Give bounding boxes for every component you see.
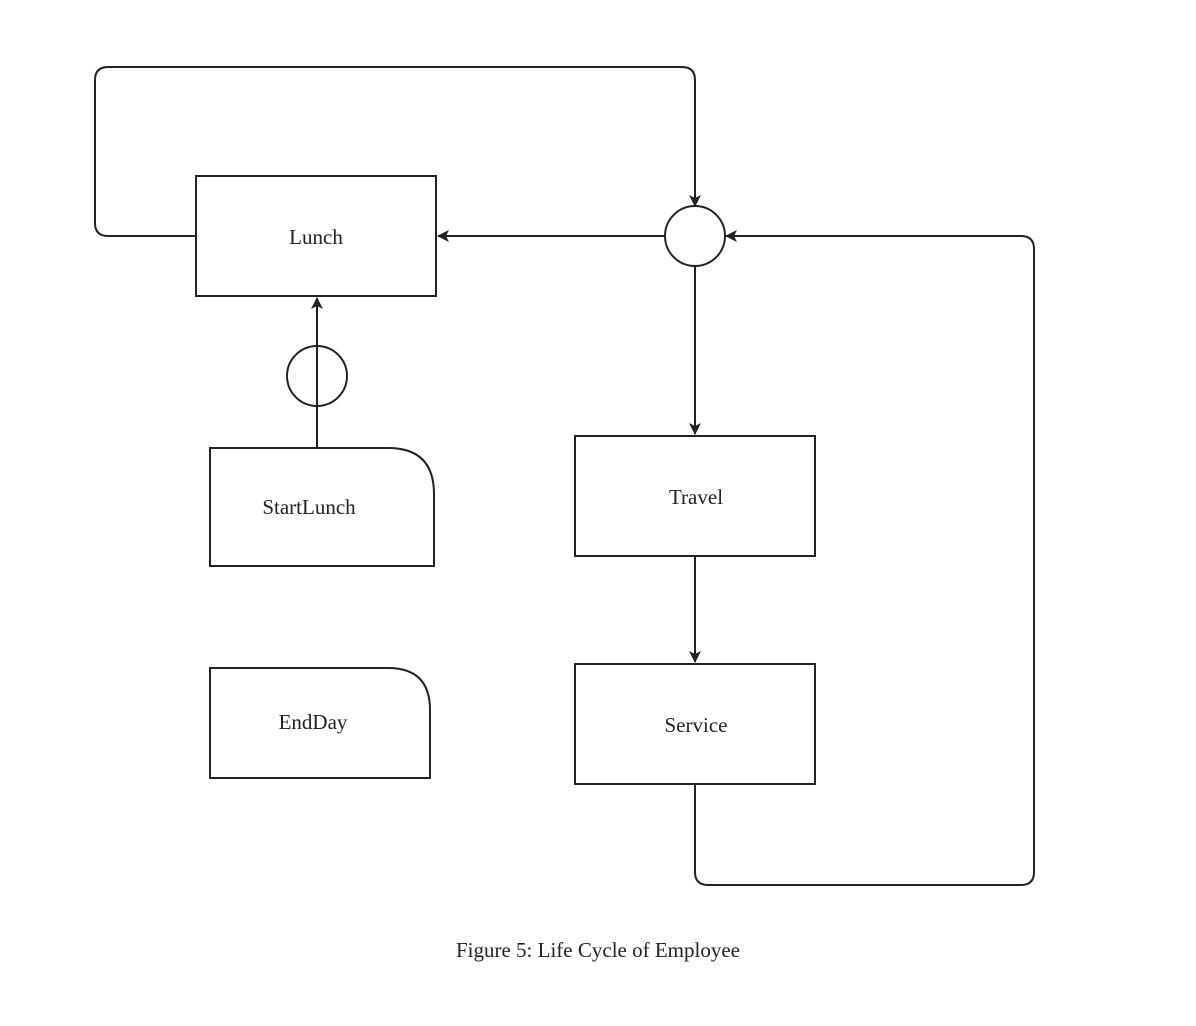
service-node <box>574 663 816 785</box>
junction-node <box>664 205 726 267</box>
edge-lunch-loop-to-junction <box>94 66 701 237</box>
end-day-node <box>209 667 431 779</box>
start-lunch-node <box>209 447 435 567</box>
end-day-label: EndDay <box>279 710 348 734</box>
edge-service-loop-to-junction <box>694 230 1035 886</box>
service-label: Service <box>665 713 728 737</box>
start-lunch-label: StartLunch <box>262 495 356 519</box>
travel-label: Travel <box>669 485 723 509</box>
figure-caption: Figure 5: Life Cycle of Employee <box>455 938 740 962</box>
lunch-label: Lunch <box>289 225 343 249</box>
travel-node <box>574 435 816 557</box>
lunch-node <box>195 175 437 297</box>
